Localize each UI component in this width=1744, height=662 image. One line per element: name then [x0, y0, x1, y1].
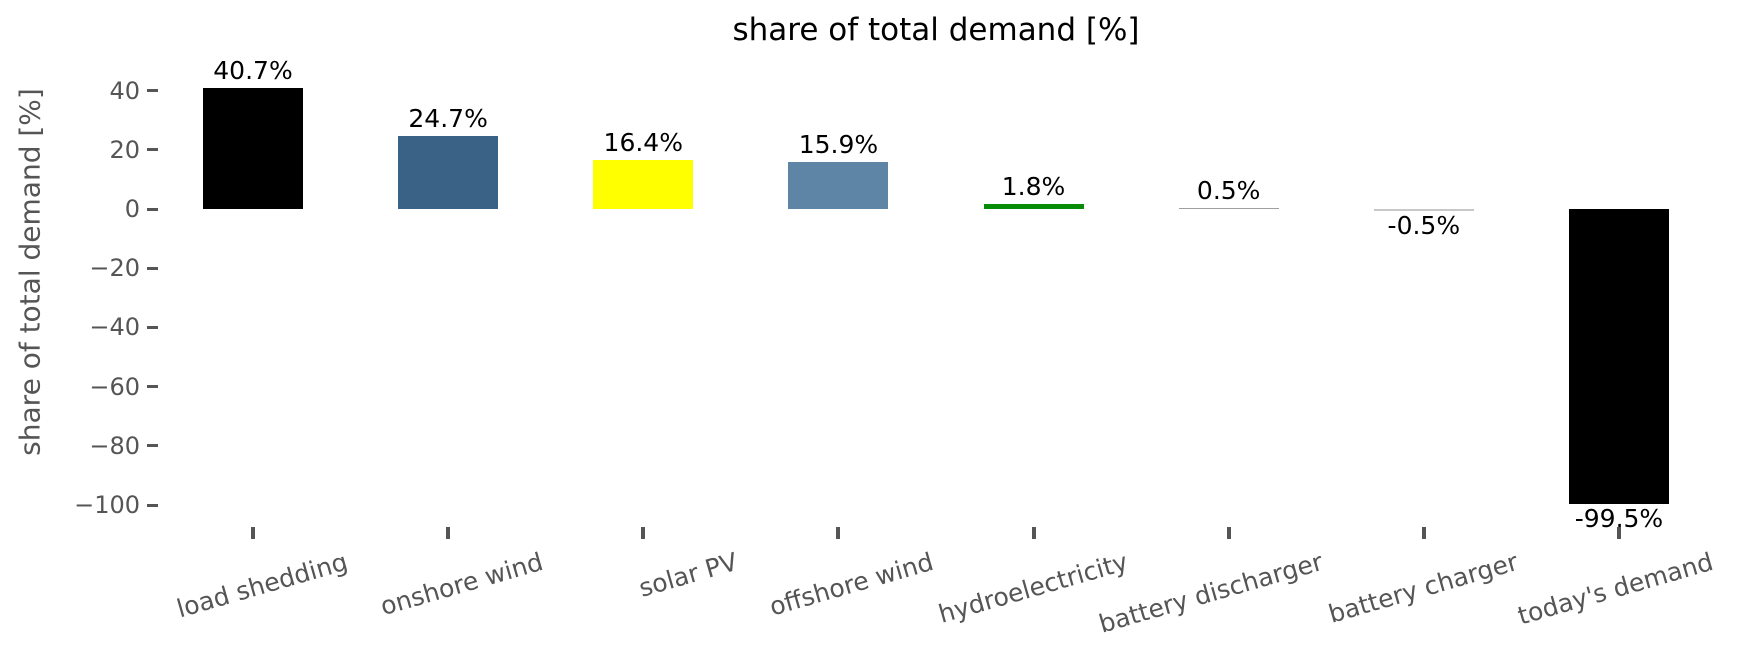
x-tick-mark: [1616, 527, 1621, 539]
x-tick-mark: [1226, 527, 1231, 539]
bar-value-label-battery-charger: -0.5%: [1387, 210, 1461, 240]
y-tick-label-20: 20: [109, 135, 140, 164]
x-tick-mark: [836, 527, 841, 539]
y-tick-mark: [147, 207, 158, 211]
y-tick-label--80: −80: [89, 431, 140, 460]
chart-title: share of total demand [%]: [732, 12, 1140, 48]
x-tick-mark: [1421, 527, 1426, 539]
y-tick-label--40: −40: [89, 313, 140, 342]
bar-value-label-offshore-wind: 15.9%: [798, 129, 879, 159]
x-tick-label-offshore-wind: offshore wind: [765, 547, 937, 622]
bar-solar-pv: [593, 160, 694, 209]
y-tick-mark: [147, 266, 158, 270]
y-tick-mark: [147, 325, 158, 329]
x-tick-label-today-s-demand: today's demand: [1514, 547, 1717, 631]
bar-value-label-onshore-wind: 24.7%: [408, 103, 488, 133]
y-tick-mark: [147, 503, 158, 507]
y-tick-mark: [147, 444, 158, 448]
bar-value-label-battery-discharger: 0.5%: [1196, 175, 1261, 205]
x-tick-label-battery-charger: battery charger: [1325, 547, 1522, 629]
y-tick-label--20: −20: [89, 254, 140, 283]
y-tick-label-0: 0: [124, 195, 140, 223]
x-tick-label-onshore-wind: onshore wind: [376, 547, 546, 622]
y-tick-mark: [147, 385, 158, 389]
bar-hydroelectricity: [983, 203, 1084, 209]
bar-battery-discharger: [1178, 207, 1279, 210]
y-tick-label--100: −100: [74, 491, 140, 520]
bar-offshore-wind: [788, 161, 889, 209]
y-tick-mark: [147, 148, 158, 152]
bar-value-label-solar-pv: 16.4%: [603, 128, 683, 158]
bar-value-label-load-shedding: 40.7%: [213, 56, 293, 86]
bar-load-shedding: [203, 88, 303, 209]
x-tick-mark: [251, 527, 255, 539]
y-tick-label--60: −60: [89, 372, 140, 401]
bar-value-label-hydroelectricity: 1.8%: [1001, 171, 1066, 201]
x-tick-label-battery-discharger: battery discharger: [1096, 547, 1327, 639]
bar-battery-charger: [1373, 209, 1474, 211]
x-tick-label-solar-pv: solar PV: [635, 547, 741, 603]
x-tick-mark: [641, 527, 646, 539]
x-tick-mark: [446, 527, 451, 539]
y-tick-label-40: 40: [109, 76, 140, 105]
bar-onshore-wind: [398, 135, 499, 209]
y-tick-mark: [147, 89, 158, 93]
x-tick-mark: [1031, 527, 1036, 539]
bar-today-s-demand: [1568, 209, 1669, 504]
x-tick-label-load-shedding: load shedding: [173, 547, 351, 624]
